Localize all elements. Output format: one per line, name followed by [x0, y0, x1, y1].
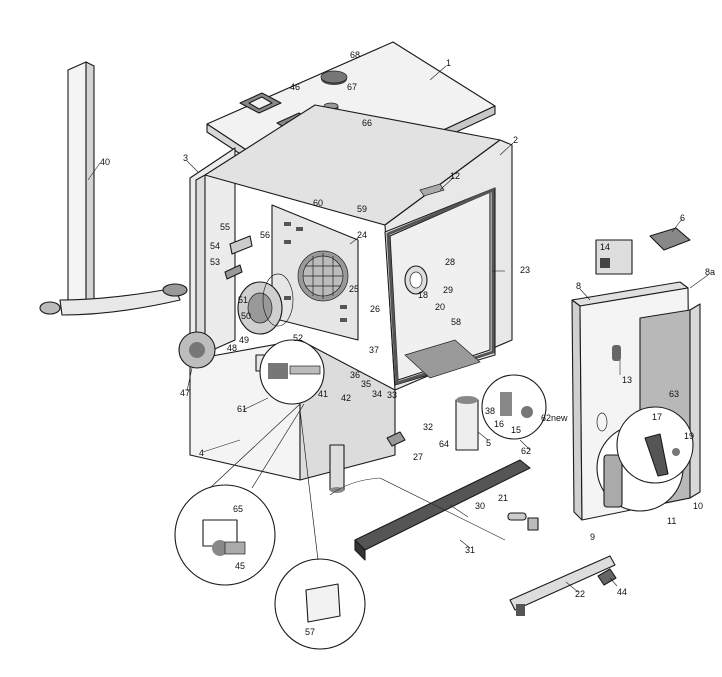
callout-label-40: 40 [100, 157, 110, 167]
callout-label-62: 62 [521, 446, 531, 456]
detail-circles [174, 339, 547, 650]
callout-label-57: 57 [305, 627, 315, 637]
callout-label-26: 26 [370, 304, 380, 314]
callout-label-9: 9 [590, 532, 595, 542]
callout-label-15: 15 [511, 425, 521, 435]
callout-label-24: 24 [357, 230, 367, 240]
callout-label-8: 8 [576, 281, 581, 291]
callout-label-46: 46 [290, 82, 300, 92]
flue-pipe [39, 61, 188, 316]
callout-label-4: 4 [199, 448, 204, 458]
callout-label-41: 41 [318, 389, 328, 399]
callout-label-18: 18 [418, 290, 428, 300]
callout-label-32: 32 [423, 422, 433, 432]
callout-label-53: 53 [210, 257, 220, 267]
callout-label-63: 63 [669, 389, 679, 399]
callout-label-21: 21 [498, 493, 508, 503]
callout-labels: 12345688a9101112131415161718192021222324… [100, 50, 715, 637]
callout-label-22: 22 [575, 589, 585, 599]
callout-label-56: 56 [260, 230, 270, 240]
callout-label-64: 64 [439, 439, 449, 449]
callout-label-8a: 8a [705, 267, 715, 277]
callout-label-30: 30 [475, 501, 485, 511]
callout-label-16: 16 [494, 419, 504, 429]
callout-label-5: 5 [486, 438, 491, 448]
callout-label-47: 47 [180, 388, 190, 398]
callout-label-3: 3 [183, 153, 188, 163]
callout-label-33: 33 [387, 390, 397, 400]
callout-label-49: 49 [239, 335, 249, 345]
callout-label-52: 52 [293, 333, 303, 343]
callout-label-28: 28 [445, 257, 455, 267]
callout-label-54: 54 [210, 241, 220, 251]
oven-door [571, 227, 701, 521]
callout-label-10: 10 [693, 501, 703, 511]
callout-label-61: 61 [237, 404, 247, 414]
callout-label-27: 27 [413, 452, 423, 462]
detail-circle-65 [174, 484, 276, 586]
callout-label-2: 2 [513, 135, 518, 145]
callout-label-59: 59 [357, 204, 367, 214]
callout-label-1: 1 [446, 58, 451, 68]
callout-label-23: 23 [520, 265, 530, 275]
callout-label-29: 29 [443, 285, 453, 295]
callout-label-17: 17 [652, 412, 662, 422]
callout-label-34: 34 [372, 389, 382, 399]
callout-label-20: 20 [435, 302, 445, 312]
callout-label-12: 12 [450, 171, 460, 181]
callout-label-38: 38 [485, 406, 495, 416]
callout-label-44: 44 [617, 587, 627, 597]
callout-label-42: 42 [341, 393, 351, 403]
callout-label-50: 50 [241, 311, 251, 321]
callout-label-67: 67 [347, 82, 357, 92]
callout-label-14: 14 [600, 242, 610, 252]
callout-label-36: 36 [350, 370, 360, 380]
callout-label-13: 13 [622, 375, 632, 385]
callout-label-60: 60 [313, 198, 323, 208]
callout-label-31: 31 [465, 545, 475, 555]
callout-label-66: 66 [362, 118, 372, 128]
callout-label-55: 55 [220, 222, 230, 232]
callout-label-58: 58 [451, 317, 461, 327]
callout-leaders [87, 65, 709, 593]
callout-label-51: 51 [238, 295, 248, 305]
detail-circle-62 [481, 374, 547, 440]
callout-label-65: 65 [233, 504, 243, 514]
callout-label-25: 25 [349, 284, 359, 294]
callout-label-6: 6 [680, 213, 685, 223]
callout-label-11: 11 [667, 516, 676, 526]
callout-label-62new: 62new [541, 413, 568, 423]
callout-label-68: 68 [350, 50, 360, 60]
callout-label-48: 48 [227, 343, 237, 353]
callout-label-45: 45 [235, 561, 245, 571]
lower-parts [329, 431, 617, 616]
oven-cabinet [178, 104, 513, 493]
callout-label-35: 35 [361, 379, 371, 389]
callout-label-37: 37 [369, 345, 379, 355]
callout-label-19: 19 [684, 431, 694, 441]
